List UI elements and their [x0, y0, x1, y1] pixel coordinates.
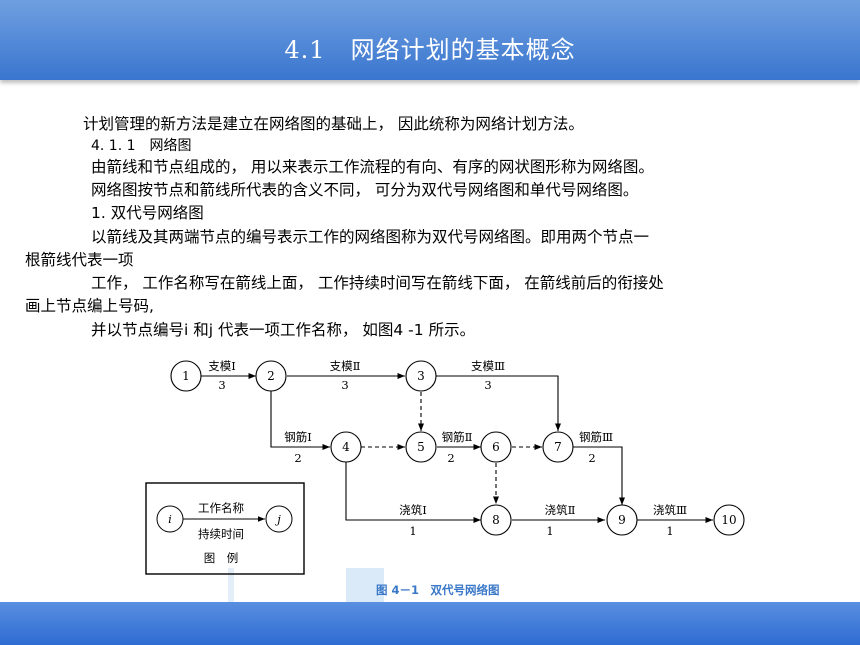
legend-node-j [265, 505, 293, 533]
footer-bar [0, 602, 860, 645]
caption-highlight [346, 568, 384, 602]
legend-node-i-label: i [168, 512, 172, 526]
paragraph-intro: 计划管理的新方法是建立在网络图的基础上， 因此统称为网络计划方法。 [83, 115, 584, 133]
node-3 [405, 360, 437, 392]
edge-name-9-10: 浇筑Ⅲ [653, 503, 687, 517]
node-9 [606, 504, 638, 536]
paragraph-definition: 由箭线和节点组成的， 用以来表示工作流程的有向、有序的网状图形称为网络图。 [91, 158, 654, 176]
legend-duration: 持续时间 [198, 527, 244, 541]
edge-duration-7-9: 2 [588, 451, 595, 465]
node-label-1: 1 [182, 369, 190, 383]
legend-box [145, 482, 305, 575]
legend-label: 图 例 [204, 551, 239, 565]
legend-node-j-label: j [274, 512, 281, 526]
edge-duration-2-3: 3 [341, 378, 348, 392]
paragraph-classification: 网络图按节点和箭线所代表的含义不同， 可分为双代号网络图和单代号网络图。 [91, 181, 639, 199]
node-label-10: 10 [721, 513, 736, 527]
node-label-3: 3 [417, 369, 425, 383]
section-heading: 4. 1. 1 网络图 [91, 138, 192, 154]
legend-work-name: 工作名称 [198, 501, 244, 515]
edge-duration-4-8: 1 [409, 524, 416, 538]
title-bar: 4.1 网络计划的基本概念 [0, 0, 860, 80]
edge-2-4 [270, 391, 330, 451]
subsection-heading: 1. 双代号网络图 [91, 204, 204, 222]
node-4 [330, 431, 362, 463]
node-10 [713, 504, 745, 536]
node-label-7: 7 [554, 440, 562, 454]
node-7 [542, 431, 574, 463]
edge-7-9 [573, 446, 626, 505]
edge-duration-1-2: 3 [218, 378, 225, 392]
edge-name-5-6: 钢筋Ⅱ [442, 430, 473, 444]
node-2 [255, 360, 287, 392]
node-label-4: 4 [342, 440, 350, 454]
edge-duration-3-7: 3 [484, 378, 491, 392]
paragraph-work-2: 画上节点编上号码, [25, 297, 154, 315]
node-label-8: 8 [492, 513, 500, 527]
node-label-2: 2 [267, 369, 275, 383]
edge-name-4-8: 浇筑Ⅰ [399, 503, 427, 517]
edge-name-1-2: 支模Ⅰ [208, 359, 236, 373]
edge-duration-8-9: 1 [546, 524, 553, 538]
node-label-5: 5 [417, 440, 425, 454]
edge-duration-9-10: 1 [666, 524, 673, 538]
edge-duration-2-4: 2 [294, 451, 301, 465]
edge-name-7-9: 钢筋Ⅲ [579, 430, 613, 444]
edge-3-7 [436, 375, 562, 431]
node-6 [480, 431, 512, 463]
paragraph-work-3: 并以节点编号i 和j 代表一项工作名称， 如图4 -1 所示。 [91, 321, 476, 339]
node-5 [405, 431, 437, 463]
edge-duration-5-6: 2 [447, 451, 454, 465]
node-label-6: 6 [492, 440, 500, 454]
node-label-9: 9 [618, 513, 626, 527]
paragraph-dual-code-1: 以箭线及其两端节点的编号表示工作的网络图称为双代号网络图。即用两个节点一 [91, 228, 650, 246]
caption-marker [228, 568, 234, 602]
figure-caption: 图 4－1 双代号网络图 [376, 583, 500, 597]
edge-name-2-3: 支模Ⅱ [330, 359, 361, 373]
node-8 [480, 504, 512, 536]
edge-name-8-9: 浇筑Ⅱ [545, 503, 576, 517]
paragraph-dual-code-2: 根箭线代表一项 [25, 251, 134, 269]
edge-name-3-7: 支模Ⅲ [471, 359, 505, 373]
paragraph-work-1: 工作， 工作名称写在箭线上面， 工作持续时间写在箭线下面， 在箭线前后的衔接处 [91, 274, 664, 292]
node-1 [170, 360, 202, 392]
edge-4-8 [345, 462, 481, 524]
edge-name-2-4: 钢筋Ⅰ [284, 430, 312, 444]
slide-title: 4.1 网络计划的基本概念 [284, 36, 576, 64]
